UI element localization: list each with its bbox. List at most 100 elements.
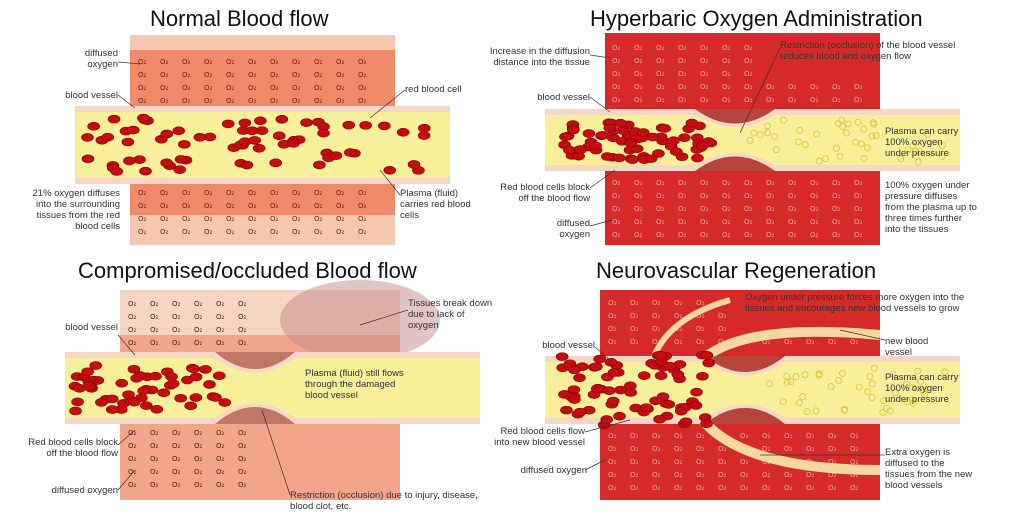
o2-symbol: O₂ [270, 97, 279, 105]
red-blood-cell [637, 371, 651, 380]
o2-symbol: O₂ [832, 192, 841, 200]
o2-symbol: O₂ [150, 429, 159, 437]
o2-symbol: O₂ [678, 179, 687, 187]
red-blood-cell [568, 395, 581, 404]
plasma-oxygen [941, 368, 949, 376]
o2-symbol: O₂ [160, 97, 169, 105]
leader-line [584, 419, 631, 433]
red-blood-cell [630, 144, 644, 154]
label-diffused-oxygen: diffused oxygen [84, 48, 118, 70]
red-blood-cell [157, 388, 171, 398]
o2-symbol: O₂ [696, 458, 705, 466]
o2-symbol: O₂ [216, 442, 225, 450]
o2-symbol: O₂ [160, 84, 169, 92]
red-blood-cell [417, 131, 431, 140]
o2-symbol: O₂ [674, 432, 683, 440]
plasma-oxygen [815, 371, 823, 379]
red-blood-cell [137, 113, 150, 123]
red-blood-cell [245, 126, 259, 136]
o2-symbol: O₂ [204, 228, 213, 236]
red-blood-cell [81, 133, 94, 142]
occlusion [705, 356, 785, 372]
red-blood-cell [606, 396, 620, 406]
plasma-oxygen [854, 118, 862, 126]
plasma-oxygen [783, 372, 791, 380]
o2-symbol: O₂ [678, 70, 687, 78]
plasma-oxygen [883, 404, 891, 412]
red-blood-cell [137, 386, 150, 396]
label-blood-vessel: blood vessel [65, 90, 118, 101]
o2-symbol: O₂ [678, 231, 687, 239]
o2-symbol: O₂ [634, 218, 643, 226]
o2-symbol: O₂ [722, 57, 731, 65]
red-blood-cell [252, 143, 266, 153]
o2-symbol: O₂ [248, 97, 257, 105]
o2-symbol: O₂ [138, 97, 147, 105]
o2-symbol: O₂ [718, 458, 727, 466]
red-blood-cell [678, 133, 691, 142]
red-blood-cell [689, 401, 703, 410]
red-blood-cell [174, 155, 188, 164]
o2-symbol: O₂ [608, 471, 617, 479]
o2-symbol: O₂ [634, 205, 643, 213]
plasma-oxygen [920, 387, 927, 395]
o2-symbol: O₂ [722, 83, 731, 91]
o2-symbol: O₂ [806, 471, 815, 479]
o2-symbol: O₂ [766, 96, 775, 104]
o2-symbol: O₂ [722, 96, 731, 104]
o2-symbol: O₂ [612, 83, 621, 91]
red-blood-cell [582, 129, 596, 138]
red-blood-cell [287, 139, 300, 148]
o2-symbol: O₂ [700, 57, 709, 65]
red-blood-cell [139, 166, 152, 176]
o2-symbol: O₂ [630, 432, 639, 440]
o2-symbol: O₂ [744, 57, 753, 65]
o2-symbol: O₂ [634, 83, 643, 91]
plasma-oxygen [870, 120, 878, 128]
o2-symbol: O₂ [248, 58, 257, 66]
red-blood-cell [189, 393, 203, 402]
o2-symbol: O₂ [216, 429, 225, 437]
plasma-oxygen [756, 131, 764, 139]
label-blood-vessel: blood vessel [542, 340, 595, 351]
plasma-oxygen [902, 380, 910, 388]
o2-symbol: O₂ [722, 205, 731, 213]
o2-symbol: O₂ [238, 442, 247, 450]
o2-symbol: O₂ [194, 429, 203, 437]
o2-symbol: O₂ [696, 325, 705, 333]
red-blood-cell [248, 136, 262, 145]
o2-symbol: O₂ [358, 84, 367, 92]
plasma-oxygen [916, 378, 924, 385]
red-blood-cell [640, 403, 653, 412]
o2-symbol: O₂ [204, 97, 213, 105]
o2-symbol: O₂ [172, 326, 181, 334]
o2-symbol: O₂ [248, 202, 257, 210]
plasma-oxygen [880, 397, 888, 404]
o2-symbol: O₂ [762, 338, 771, 346]
leader-line [584, 459, 606, 471]
red-blood-cell [160, 158, 173, 168]
occlusion [695, 109, 775, 124]
o2-symbol: O₂ [194, 339, 203, 347]
o2-symbol: O₂ [656, 83, 665, 91]
red-blood-cell [317, 128, 330, 138]
o2-symbol: O₂ [216, 455, 225, 463]
o2-symbol: O₂ [630, 312, 639, 320]
red-blood-cell [177, 140, 191, 149]
o2-symbol: O₂ [766, 83, 775, 91]
red-blood-cell [378, 121, 391, 131]
o2-symbol: O₂ [138, 58, 147, 66]
red-blood-cell [658, 124, 672, 133]
o2-symbol: O₂ [150, 339, 159, 347]
o2-symbol: O₂ [828, 445, 837, 453]
label-red-blood-cell: red blood cell [405, 84, 462, 95]
red-blood-cell [700, 419, 713, 429]
panel-title-normal: Normal Blood flow [150, 6, 329, 31]
red-blood-cell [105, 405, 119, 414]
o2-symbol: O₂ [740, 432, 749, 440]
o2-symbol: O₂ [806, 432, 815, 440]
o2-symbol: O₂ [194, 481, 203, 489]
label-oxygen-100: 100% oxygen under pressure diffuses from… [885, 180, 977, 235]
red-blood-cell [644, 154, 658, 163]
o2-symbol: O₂ [336, 228, 345, 236]
